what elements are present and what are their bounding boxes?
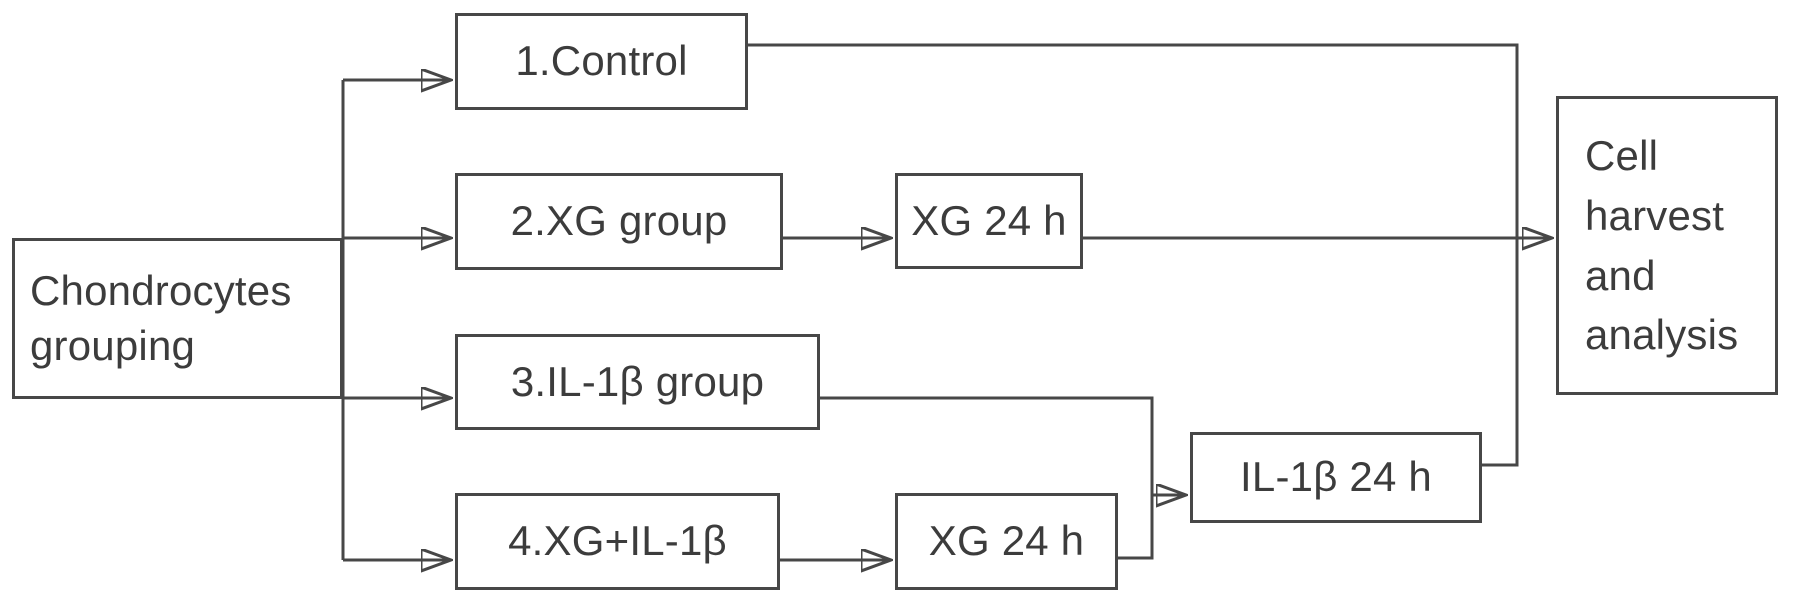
box-xg-group: 2.XG group: [455, 173, 783, 270]
box-xg-il1b-group: 4.XG+IL-1β: [455, 493, 780, 590]
xg-il1b-group-label: 4.XG+IL-1β: [508, 517, 727, 565]
box-xg-24h-top: XG 24 h: [895, 173, 1083, 269]
control-group-label: 1.Control: [515, 37, 688, 85]
chondrocytes-grouping-label: Chondrocytes grouping: [30, 266, 292, 369]
xg-group-label: 2.XG group: [510, 197, 728, 245]
box-cell-harvest-analysis: Cell harvest and analysis: [1556, 96, 1778, 395]
box-xg-24h-bottom: XG 24 h: [895, 493, 1118, 590]
right-merge-rail: [748, 43, 1519, 467]
il1b-group-label: 3.IL-1β group: [510, 357, 765, 405]
xg-24h-top-label: XG 24 h: [911, 196, 1067, 244]
xg-24h-bottom-label: XG 24 h: [928, 517, 1085, 565]
box-control-group: 1.Control: [455, 13, 748, 110]
box-il1b-24h: IL-1β 24 h: [1190, 432, 1482, 523]
box-chondrocytes-grouping: Chondrocytes grouping: [12, 238, 343, 399]
box-il1b-group: 3.IL-1β group: [455, 334, 820, 430]
middle-merge-rail: [820, 396, 1154, 560]
cell-harvest-analysis-label: Cell harvest and analysis: [1585, 132, 1739, 359]
il1b-24h-label: IL-1β 24 h: [1240, 453, 1432, 501]
